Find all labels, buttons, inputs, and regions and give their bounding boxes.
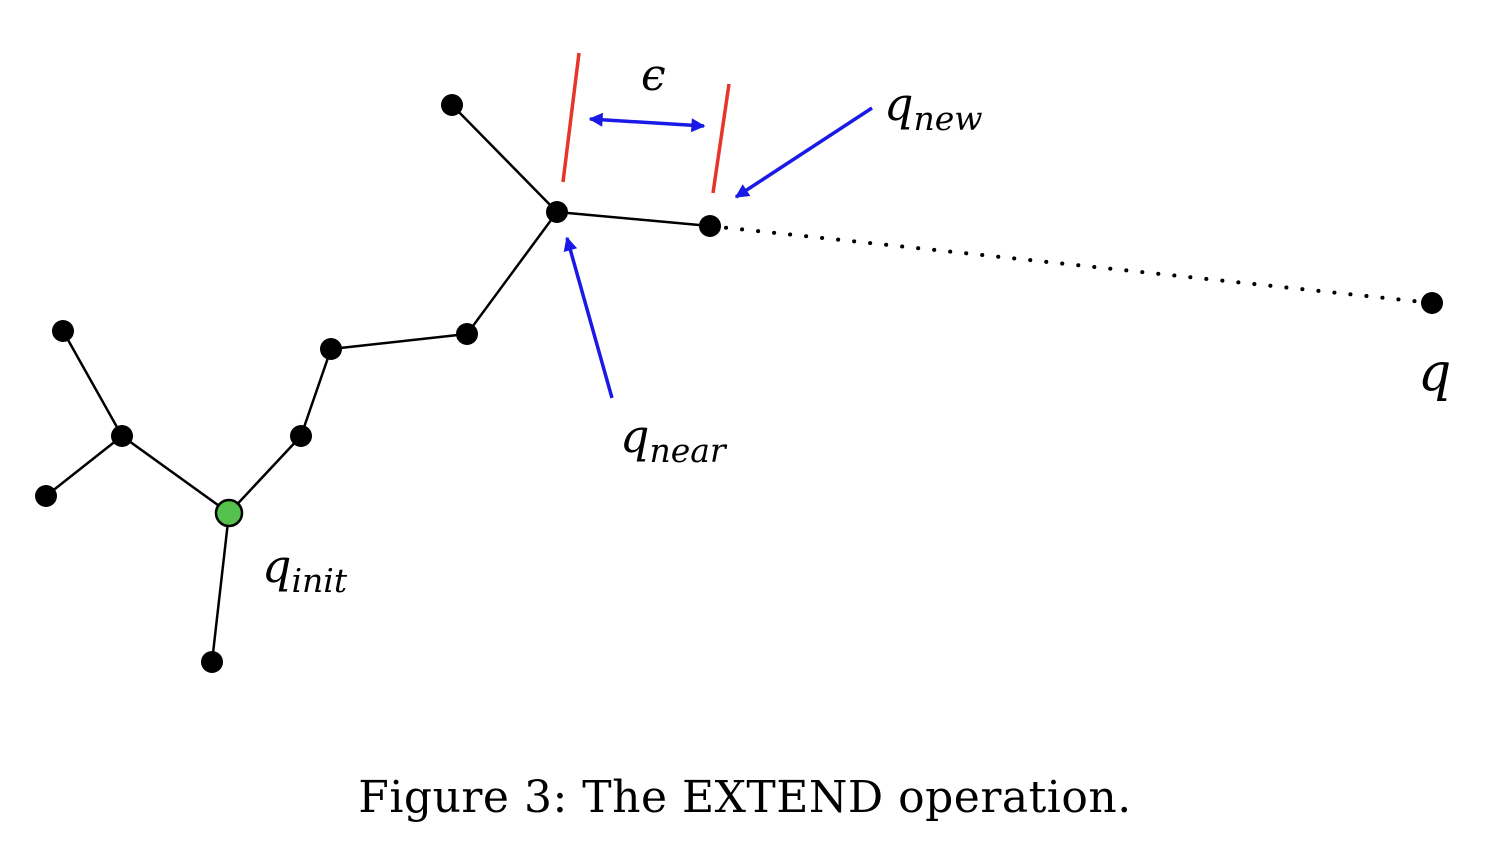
tree-edge: [299, 348, 333, 437]
q-new-node: [699, 215, 721, 237]
tree-edge: [61, 330, 124, 437]
n-top: [441, 94, 463, 116]
label-q-new: qnew: [884, 77, 982, 138]
tree-edge: [228, 435, 302, 514]
figure-caption: Figure 3: The EXTEND operation.: [358, 772, 1132, 823]
q-near-pointer-arrow: [563, 236, 614, 399]
q-init-node: [214, 498, 244, 528]
tree-edge: [465, 211, 559, 335]
dotted-extension-edge: [708, 224, 1434, 305]
tree-edge: [210, 512, 231, 663]
n-left-junction: [111, 425, 133, 447]
label-epsilon: ϵ: [641, 50, 666, 101]
tree-edge: [330, 332, 468, 351]
epsilon-tick-right: [711, 83, 731, 194]
q-random-node: [1421, 292, 1443, 314]
q-near-node: [546, 201, 568, 223]
n-left-top: [52, 320, 74, 342]
epsilon-span-arrow: [588, 112, 706, 133]
tree-edge: [121, 434, 230, 515]
n-left-bottom: [35, 485, 57, 507]
q-new-pointer-arrow: [734, 106, 873, 199]
tree-edge: [556, 210, 711, 228]
epsilon-tick-left: [561, 52, 581, 183]
label-q: q: [1418, 343, 1451, 403]
label-q-near: qnear: [620, 409, 728, 470]
extend-operation-diagram: qnew qnear qinit q ϵ: [35, 50, 1451, 673]
n-mid-right: [456, 323, 478, 345]
n-above-init: [290, 425, 312, 447]
tree-edge: [45, 435, 123, 497]
n-mid-left: [320, 338, 342, 360]
n-below-init: [201, 651, 223, 673]
tree-edge: [451, 104, 558, 213]
label-q-init: qinit: [262, 539, 348, 600]
